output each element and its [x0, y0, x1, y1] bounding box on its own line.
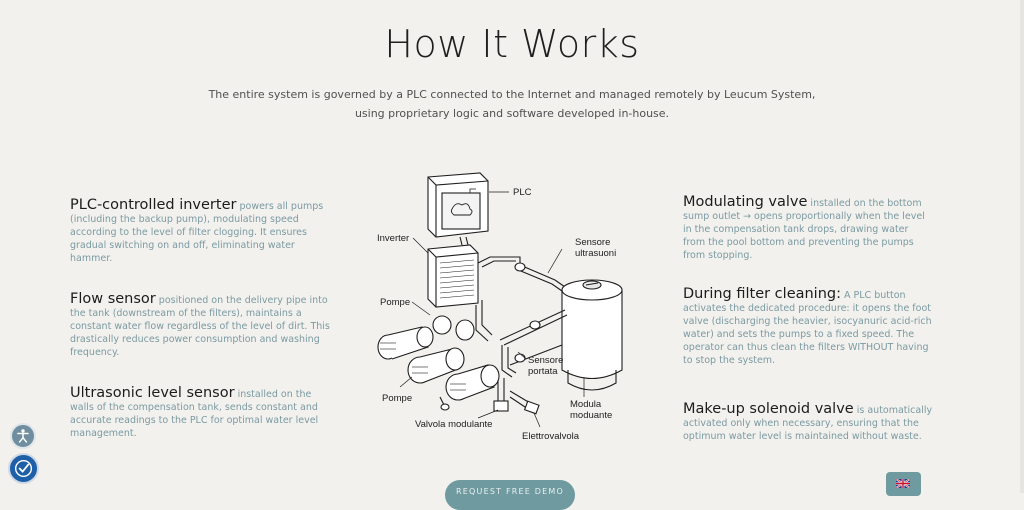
- feature-modulating-valve: Modulating valve installed on the bottom…: [683, 194, 933, 262]
- label-pompe-bottom: Pompe: [382, 393, 412, 404]
- feature-title: Flow sensor: [70, 291, 156, 307]
- label-elettrovalvola: Elettrovalvola: [522, 431, 580, 442]
- label-plc: PLC: [513, 187, 532, 198]
- feature-text: is automatically activated only when nec…: [683, 405, 933, 442]
- intro-text: The entire system is governed by a PLC c…: [208, 88, 816, 120]
- feature-text: installed on the bottom sump outlet → op…: [683, 198, 925, 261]
- label-valvola-modulante: Valvola modulante: [415, 419, 492, 430]
- page-title: How It Works: [384, 22, 640, 66]
- feature-title: Modulating valve: [683, 194, 808, 210]
- label-pompe-top: Pompe: [380, 297, 410, 308]
- label-inverter: Inverter: [377, 233, 409, 244]
- label-modula-2: moduante: [570, 410, 612, 421]
- feature-title: Ultrasonic level sensor: [70, 385, 235, 401]
- scrollbar[interactable]: [1020, 0, 1024, 493]
- modulating-valve-shape: [493, 400, 509, 412]
- accessibility-check-button[interactable]: [8, 453, 39, 484]
- uk-flag-icon: [896, 479, 910, 488]
- feature-title: Make-up solenoid valve: [683, 401, 854, 417]
- feature-solenoid-valve: Make-up solenoid valve is automatically …: [683, 401, 933, 443]
- feature-title: PLC-controlled inverter: [70, 197, 237, 213]
- label-sensore-ultrasuoni-2: ultrasuoni: [575, 248, 616, 259]
- feature-filter-cleaning: During filter cleaning: A PLC button act…: [683, 286, 933, 367]
- feature-text: installed on the walls of the compensati…: [70, 389, 319, 439]
- feature-flow-sensor: Flow sensor positioned on the delivery p…: [70, 291, 332, 359]
- feature-text: powers all pumps (including the backup p…: [70, 201, 324, 264]
- label-sensore-portata: Sensore: [528, 355, 563, 366]
- access-check-icon: [14, 459, 33, 478]
- system-diagram: PLC Inverter Sensore ultrasuoni Pompe Se…: [370, 165, 630, 450]
- accessibility-person-icon: [17, 429, 29, 443]
- language-selector[interactable]: [886, 472, 921, 496]
- label-modula: Modula: [570, 399, 602, 410]
- system-diagram-illustration: PLC Inverter Sensore ultrasuoni Pompe Se…: [377, 172, 623, 442]
- request-demo-button[interactable]: REQUEST FREE DEMO: [445, 480, 575, 510]
- feature-ultrasonic-sensor: Ultrasonic level sensor installed on the…: [70, 385, 332, 440]
- feature-text: A PLC button activates the dedicated pro…: [683, 290, 932, 366]
- pump-group: [377, 315, 500, 401]
- label-sensore-ultrasuoni: Sensore: [575, 237, 610, 248]
- feature-plc-inverter: PLC-controlled inverter powers all pumps…: [70, 197, 332, 265]
- feature-text: positioned on the delivery pipe into the…: [70, 295, 330, 358]
- accessibility-button[interactable]: [10, 423, 36, 449]
- label-sensore-portata-2: portata: [528, 366, 558, 377]
- feature-title: During filter cleaning:: [683, 286, 841, 302]
- solenoid-valve-shape: [523, 400, 540, 415]
